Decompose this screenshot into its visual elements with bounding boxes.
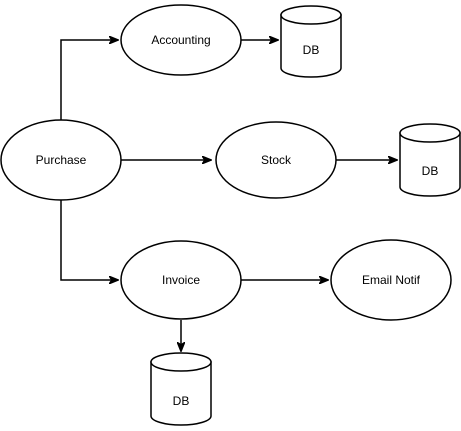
database-invoice-label: DB	[173, 394, 190, 408]
edge-purchase-invoice	[60, 200, 118, 280]
node-stock[interactable]: Stock	[215, 121, 337, 199]
node-stock-label: Stock	[261, 153, 292, 167]
edges	[60, 40, 397, 351]
database-stock-label: DB	[422, 164, 439, 178]
database-accounting[interactable]: DB	[280, 5, 342, 78]
database-invoice[interactable]: DB	[150, 352, 212, 426]
node-accounting-label: Accounting	[151, 33, 210, 47]
database-stock[interactable]: DB	[399, 123, 461, 197]
node-purchase-label: Purchase	[36, 153, 87, 167]
node-email-notif[interactable]: Email Notif	[330, 239, 452, 321]
node-purchase[interactable]: Purchase	[0, 119, 122, 201]
database-accounting-label: DB	[303, 43, 320, 57]
node-invoice-label: Invoice	[162, 273, 200, 287]
edge-purchase-accounting	[60, 40, 118, 120]
node-email-notif-label: Email Notif	[362, 273, 421, 287]
node-invoice[interactable]: Invoice	[120, 240, 242, 320]
node-accounting[interactable]: Accounting	[120, 4, 242, 76]
